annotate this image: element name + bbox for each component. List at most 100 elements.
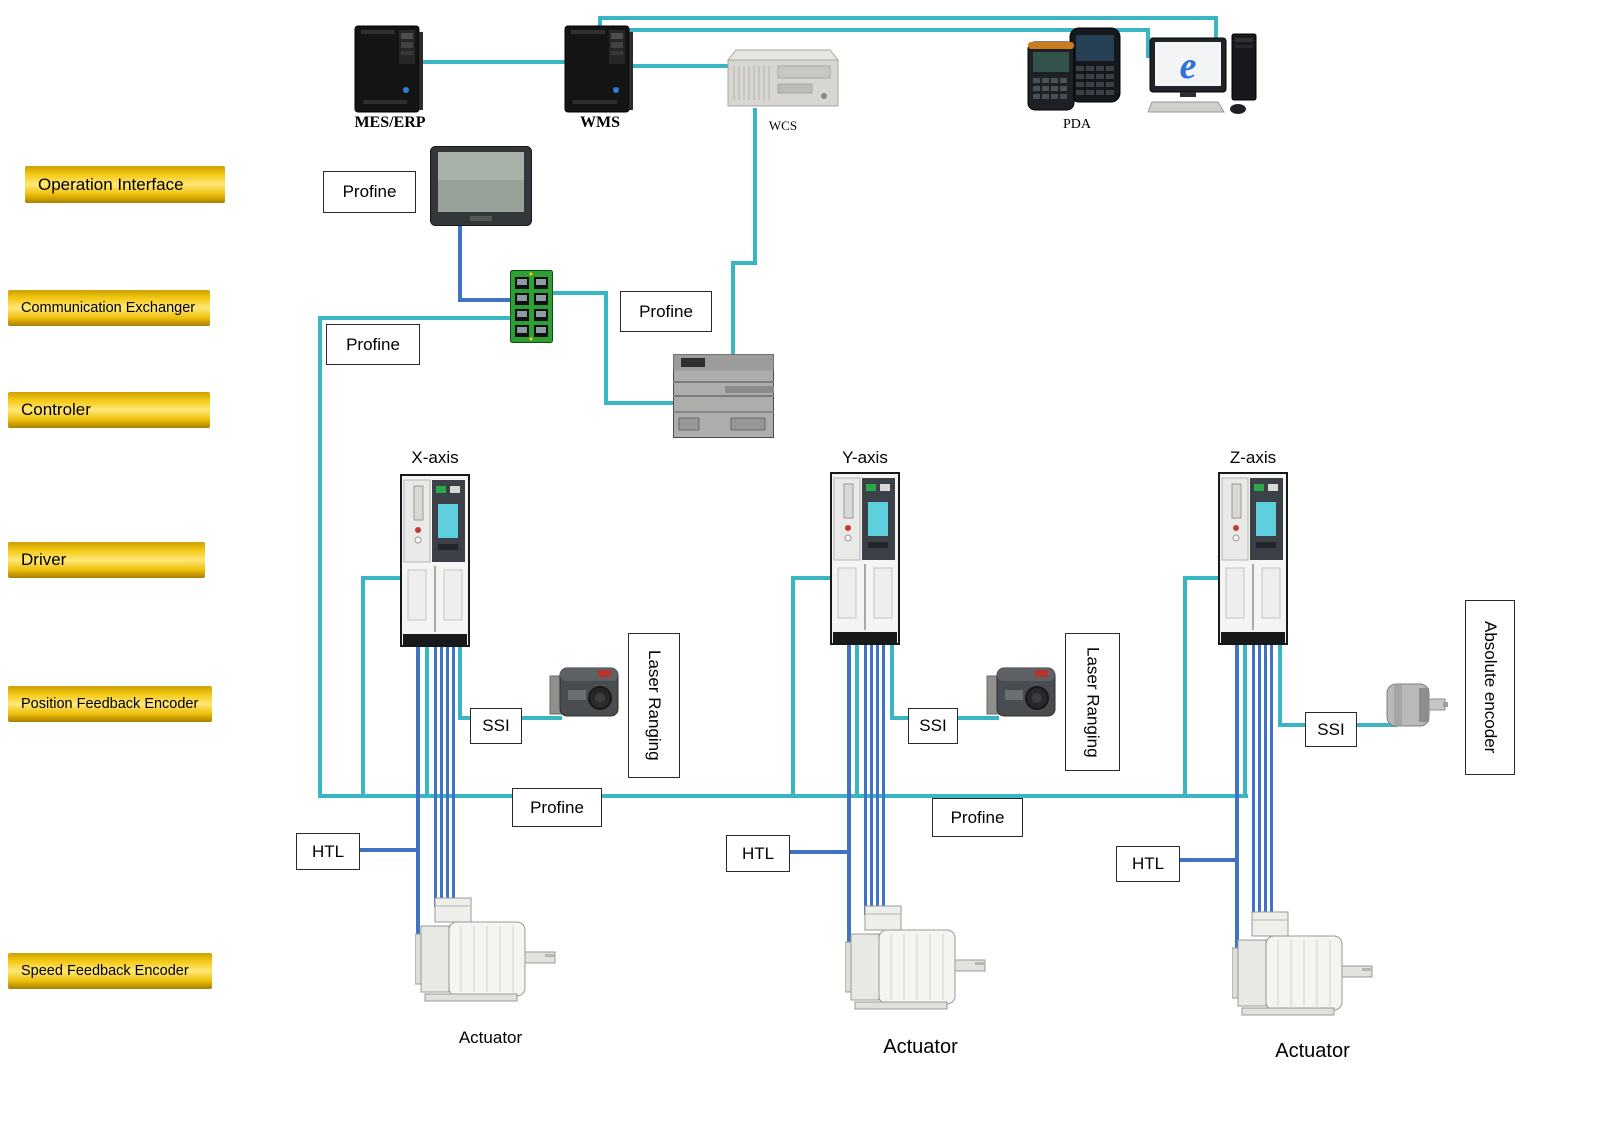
wire-top-bus-1 — [598, 16, 1218, 20]
wire-z-motor-4 — [1270, 643, 1273, 921]
wire-y-htl-v — [847, 643, 851, 943]
ssi-label-y: SSI — [908, 708, 958, 744]
side-label-driver: Driver — [8, 542, 205, 578]
mes-erp-server — [353, 24, 425, 114]
servo-drive-z — [1218, 472, 1288, 645]
profine-label-hmi: Profine — [323, 171, 416, 213]
side-label-position-feedback-encoder: Position Feedback Encoder — [8, 686, 212, 722]
mes-erp-text: MES/ERP — [354, 114, 426, 131]
pda-caption: PDA — [1037, 117, 1117, 133]
servo-motor-x — [414, 896, 567, 1014]
profine-label-bus-y: Profine — [932, 798, 1023, 837]
servo-motor-y — [844, 904, 997, 1022]
wcs-text: WCS — [768, 118, 798, 133]
wire-y-motor-2 — [870, 643, 873, 915]
wire-x-motor-2 — [440, 645, 443, 907]
wire-wcs-down — [753, 108, 757, 265]
actuator-caption-y: Actuator — [843, 1036, 998, 1059]
servo-drive-y — [830, 472, 900, 645]
side-label-text: Speed Feedback Encoder — [21, 963, 189, 979]
wire-y-motor-3 — [876, 643, 879, 915]
wire-z-ssi-down — [1278, 643, 1282, 727]
axis-name-text: X-axis — [411, 448, 459, 467]
htl-label-x: HTL — [296, 833, 360, 870]
wire-zdrive-left-in — [1183, 576, 1220, 580]
side-label-speed-feedback-encoder: Speed Feedback Encoder — [8, 953, 212, 989]
htl-label-y: HTL — [726, 835, 790, 872]
wire-y-ssi-down — [890, 643, 894, 720]
wire-z-htl-h — [1178, 858, 1239, 862]
axis-title-x: X-axis — [400, 448, 470, 468]
wire-switch-right — [552, 291, 608, 295]
htl-label-z: HTL — [1116, 846, 1180, 882]
wire-z-motor-2 — [1258, 643, 1261, 921]
servo-drive-x — [400, 474, 470, 647]
wire-z-motor-1 — [1252, 643, 1255, 921]
servo-motor-z — [1231, 910, 1384, 1028]
wire-wcs-to-plc — [731, 261, 735, 358]
axis-title-y: Y-axis — [830, 448, 900, 468]
hmi-touch-panel — [430, 146, 532, 226]
wire-y-motor-4 — [882, 643, 885, 915]
actuator-caption-x: Actuator — [413, 1028, 568, 1048]
absolute-encoder-text: Absolute encoder — [1481, 621, 1500, 754]
wire-wms-up-1 — [598, 16, 602, 32]
wire-plc-left-in — [604, 401, 676, 405]
wire-ydrive-left-up — [791, 578, 795, 794]
wire-mes-wms — [422, 60, 568, 64]
wire-xdrive-left-in — [361, 576, 402, 580]
htl-text: HTL — [311, 841, 345, 861]
htl-text: HTL — [1131, 854, 1165, 873]
wcs-caption: WCS — [743, 118, 823, 134]
wire-top-bus-2-drop — [1146, 28, 1150, 58]
wire-xdrive-left-up — [361, 578, 365, 794]
side-label-operation-interface: Operation Interface — [25, 166, 225, 203]
wire-x-motor-1 — [434, 645, 437, 907]
profine-text: Profine — [530, 797, 584, 817]
ie-logo-glyph: e — [1180, 45, 1197, 87]
axis-name-text: Y-axis — [842, 448, 888, 467]
wire-wms-wcs — [630, 64, 742, 68]
actuator-text: Actuator — [1275, 1040, 1350, 1062]
laser-sensor-y — [985, 660, 1061, 724]
side-label-text: Communication Exchanger — [21, 300, 196, 316]
wire-z-htl-v — [1235, 643, 1239, 948]
ssi-label-z: SSI — [1305, 712, 1357, 747]
wms-text: WMS — [580, 114, 620, 131]
profine-text: Profine — [346, 334, 400, 354]
desktop-computer: e — [1147, 32, 1258, 116]
ethernet-switch — [510, 270, 553, 343]
wire-xdrive-down — [425, 645, 429, 794]
wire-y-htl-h — [788, 850, 851, 854]
wire-x-htl-h — [358, 848, 420, 852]
ssi-label-x: SSI — [470, 708, 522, 744]
laser-sensor-x — [548, 660, 624, 724]
actuator-caption-z: Actuator — [1230, 1040, 1395, 1063]
wire-top-bus-1-drop — [1214, 16, 1218, 42]
ssi-text: SSI — [482, 716, 510, 735]
laser-ranging-label-x: Laser Ranging — [628, 633, 680, 778]
wcs-industrial-pc — [726, 48, 840, 110]
side-label-communication-exchanger: Communication Exchanger — [8, 290, 210, 326]
wms-server — [563, 24, 635, 114]
wire-x-htl-v — [416, 645, 420, 935]
pda-devices — [1026, 26, 1130, 114]
axis-name-text: Z-axis — [1229, 448, 1277, 467]
wire-y-motor-1 — [864, 643, 867, 915]
htl-text: HTL — [741, 843, 775, 863]
wire-switch-left — [318, 316, 512, 320]
wire-z-motor-3 — [1264, 643, 1267, 921]
side-label-controler: Controler — [8, 392, 210, 428]
pda-text: PDA — [1062, 117, 1091, 132]
profine-label-bus-x: Profine — [512, 788, 602, 827]
wire-zdrive-left-up — [1183, 578, 1187, 794]
wire-ydrive-down — [855, 643, 859, 794]
wire-left-vertical — [318, 316, 322, 798]
wire-top-bus-2 — [610, 28, 1150, 32]
profine-text: Profine — [639, 301, 693, 321]
wms-caption: WMS — [555, 114, 645, 132]
wire-hmi-switch — [458, 298, 512, 302]
wire-switch-corner-down — [604, 291, 608, 405]
actuator-text: Actuator — [458, 1028, 523, 1047]
